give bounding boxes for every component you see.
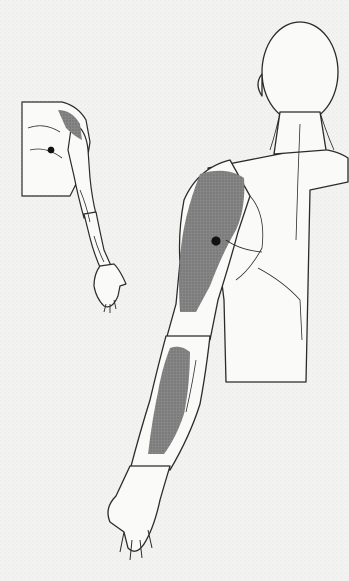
posterior-head: [262, 22, 338, 122]
anterior-marker-dot: [48, 147, 55, 154]
posterior-marker-dot: [211, 236, 220, 245]
